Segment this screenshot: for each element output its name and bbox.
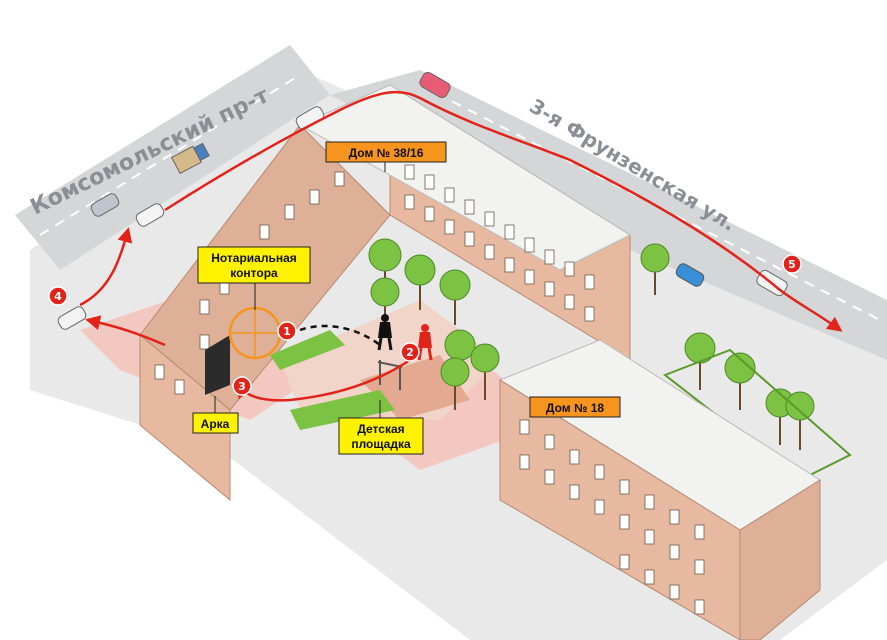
label-arch: Арка bbox=[192, 396, 239, 434]
svg-text:4: 4 bbox=[54, 290, 62, 303]
label-building-18: Дом № 18 bbox=[529, 396, 621, 418]
windows-18 bbox=[519, 419, 705, 615]
route-point-3: 3 bbox=[232, 376, 252, 396]
truck-icon bbox=[170, 142, 210, 175]
svg-text:контора: контора bbox=[230, 266, 278, 280]
svg-text:2: 2 bbox=[406, 346, 414, 359]
route-point-2: 2 bbox=[400, 342, 420, 362]
person-icon bbox=[377, 314, 433, 361]
label-building-38: Дом № 38/16 bbox=[325, 141, 447, 172]
svg-text:Нотариальная: Нотариальная bbox=[211, 251, 297, 265]
svg-text:Арка: Арка bbox=[201, 417, 230, 431]
building-18 bbox=[498, 339, 821, 640]
svg-text:3: 3 bbox=[238, 380, 246, 393]
escape-route bbox=[79, 90, 843, 402]
label-notary: Нотариальная контора bbox=[197, 246, 311, 310]
svg-text:Детская: Детская bbox=[357, 422, 404, 436]
svg-text:Дом № 38/16: Дом № 38/16 bbox=[349, 146, 424, 160]
route-point-1: 1 bbox=[277, 321, 297, 341]
tree-icon bbox=[368, 238, 815, 450]
route-point-5: 5 bbox=[782, 254, 802, 274]
svg-text:5: 5 bbox=[788, 258, 796, 271]
svg-text:1: 1 bbox=[283, 325, 291, 338]
route-point-4: 4 bbox=[48, 286, 68, 306]
courtyard bbox=[270, 300, 500, 430]
svg-text:площадка: площадка bbox=[351, 437, 411, 451]
label-playground: Детская площадка bbox=[338, 400, 424, 455]
arch-opening bbox=[205, 335, 230, 395]
svg-text:Дом № 18: Дом № 18 bbox=[546, 401, 604, 415]
